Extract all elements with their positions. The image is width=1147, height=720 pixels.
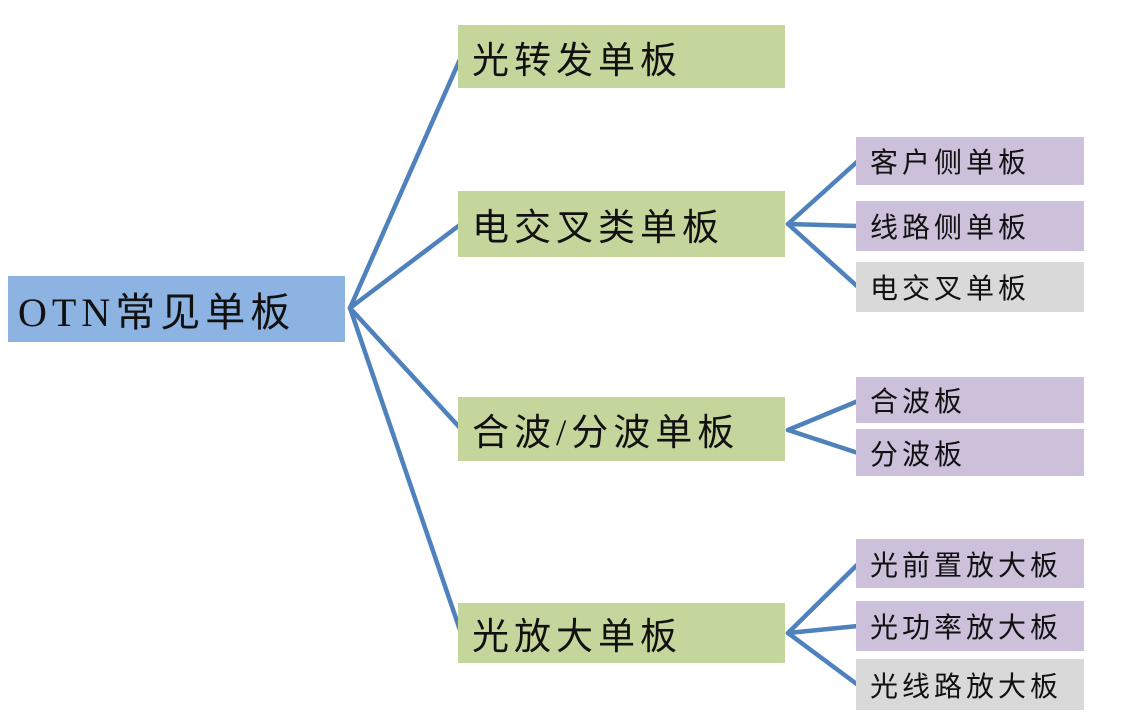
child-node-optical-power-amplifier-board: 光功率放大板 bbox=[856, 601, 1084, 651]
child-node-electrical-cross-connect-board: 电交叉单板 bbox=[856, 262, 1084, 312]
connector-root-branch3 bbox=[347, 305, 464, 432]
child-node-line-side-board: 线路侧单板 bbox=[856, 201, 1084, 251]
connector-branch4-child1 bbox=[785, 561, 861, 636]
child-node-optical-line-amplifier-board: 光线路放大板 bbox=[856, 659, 1084, 710]
child-node-optical-preamplifier-board: 光前置放大板 bbox=[856, 539, 1084, 588]
child-node-mux-board: 合波板 bbox=[856, 377, 1084, 423]
branch-node-optical-transponder: 光转发单板 bbox=[458, 25, 785, 88]
branch-node-electrical-cross-connect: 电交叉类单板 bbox=[458, 191, 785, 257]
connector-branch3-child1 bbox=[785, 398, 861, 433]
root-node-otn-common-boards: OTN常见单板 bbox=[8, 276, 345, 342]
child-node-demux-board: 分波板 bbox=[856, 429, 1084, 476]
connector-branch4-child2 bbox=[785, 623, 861, 636]
connector-root-branch2 bbox=[347, 221, 464, 311]
child-node-client-side-board: 客户侧单板 bbox=[856, 137, 1084, 185]
connector-branch2-child3 bbox=[785, 221, 861, 290]
connector-branch2-child2 bbox=[785, 221, 861, 229]
branch-node-mux-demux: 合波/分波单板 bbox=[458, 397, 785, 461]
connector-branch3-child2 bbox=[785, 427, 861, 456]
connector-root-branch1 bbox=[347, 54, 464, 311]
branch-node-optical-amplifier: 光放大单板 bbox=[458, 603, 785, 663]
connector-branch2-child1 bbox=[785, 158, 861, 227]
connector-branch4-child3 bbox=[785, 630, 861, 688]
connector-root-branch4 bbox=[347, 305, 464, 636]
